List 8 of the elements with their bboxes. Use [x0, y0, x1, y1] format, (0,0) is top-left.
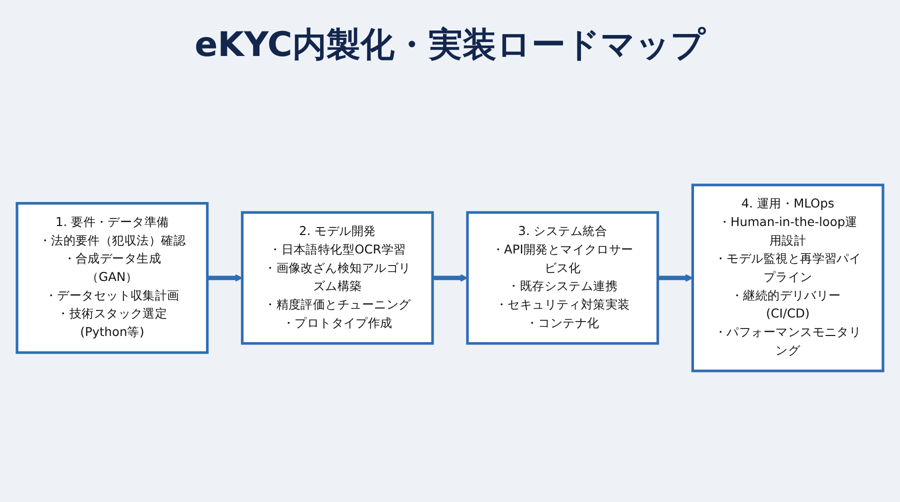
node-box: 4. 運用・MLOps ・Human-in-the-loop運用設計 ・モデル監視と再学習パイプライン ・継続的デリバリー (CI/CD) ・パフォーマンスモニタリング [691, 184, 884, 372]
node-box: 3. システム統合 ・API開発とマイクロサービス化 ・既存システム連携 ・セキュリティ対策実装 ・コンテナ化 [466, 211, 660, 345]
node-box: 1. 要件・データ準備 ・法的要件（犯収法）確認 ・合成データ生成（GAN） ・データセット収集計画 ・技術スタック選定(Python等) [16, 202, 209, 354]
diagram-title: eKYC内製化・実装ロードマップ [194, 24, 707, 67]
arrow [207, 274, 243, 282]
node-box: 2. モデル開発 ・日本語特化型OCR学習 ・画像改ざん検知アルゴリズム構築 ・精度評価とチューニング ・プロトタイプ作成 [240, 211, 434, 345]
arrow [658, 274, 694, 282]
arrow [432, 274, 468, 282]
